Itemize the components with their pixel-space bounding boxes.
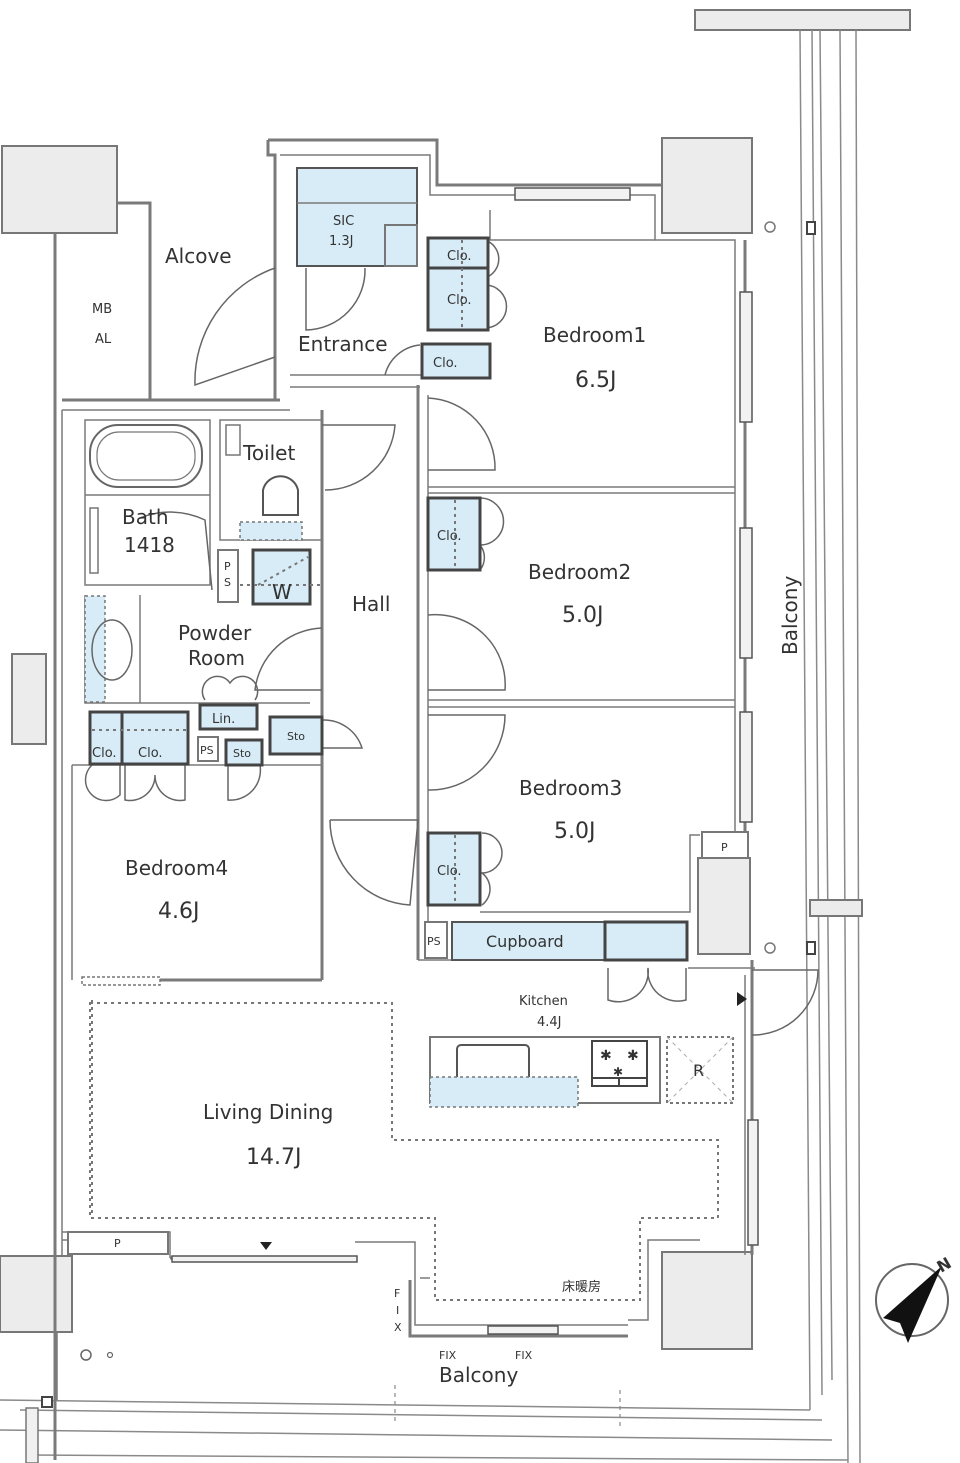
label-ps-vertical-s: S: [224, 576, 231, 589]
label-bedroom4-size: 4.6J: [158, 899, 199, 924]
label-lin: Lin.: [212, 712, 235, 727]
svg-text:✱: ✱: [613, 1065, 623, 1079]
label-al: AL: [95, 332, 112, 347]
label-hall: Hall: [352, 592, 390, 616]
svg-text:✱: ✱: [600, 1048, 612, 1064]
label-ps-vertical-p: P: [224, 560, 231, 573]
label-bedroom3: Bedroom3: [519, 776, 622, 800]
label-floor-heating: 床暖房: [562, 1279, 601, 1295]
label-fix-v-f: F: [394, 1287, 400, 1300]
room-labels: Alcove MB AL SIC 1.3J Entrance Clo. Clo.…: [92, 214, 802, 1387]
label-bath-size: 1418: [124, 533, 175, 557]
north-arrow-icon: [883, 1266, 942, 1343]
label-pipe-space-b3: P: [721, 841, 728, 854]
label-ps-cupboard: PS: [427, 935, 441, 948]
label-toilet: Toilet: [242, 441, 295, 465]
door-swings: [84, 239, 819, 1250]
label-fix-v-i: I: [396, 1304, 399, 1317]
walls: [53, 138, 759, 1460]
label-living-dining-size: 14.7J: [246, 1145, 301, 1170]
label-bedroom2-size: 5.0J: [562, 603, 603, 628]
label-bedroom1: Bedroom1: [543, 323, 646, 347]
label-mb: MB: [92, 302, 112, 317]
svg-text:✱: ✱: [627, 1048, 639, 1064]
label-balcony-east: Balcony: [778, 576, 802, 655]
label-bath: Bath: [122, 505, 169, 529]
label-ps-small: PS: [200, 744, 214, 757]
floor-heating-zone: [89, 1000, 719, 1301]
label-sto-right: Sto: [287, 730, 305, 743]
label-pipe-space-living: P: [114, 1237, 121, 1250]
label-refrigerator: R: [693, 1061, 704, 1080]
label-fix-2: FIX: [515, 1349, 533, 1362]
storage-areas: [84, 167, 689, 962]
label-bedroom4: Bedroom4: [125, 856, 228, 880]
label-washer: W: [272, 580, 292, 604]
label-alcove: Alcove: [165, 244, 232, 268]
label-fix-1: FIX: [439, 1349, 457, 1362]
label-sto-small: Sto: [233, 747, 251, 760]
label-clo-b2: Clo.: [437, 529, 462, 544]
label-kitchen: Kitchen: [519, 994, 568, 1009]
label-clo-b3: Clo.: [437, 864, 462, 879]
label-bedroom3-size: 5.0J: [554, 819, 595, 844]
structural-columns: [0, 137, 753, 1350]
label-clo-b4-b: Clo.: [138, 746, 163, 761]
label-entrance: Entrance: [298, 332, 388, 356]
label-sic: SIC: [333, 214, 354, 229]
label-clo-b1-a: Clo.: [447, 249, 472, 264]
label-bedroom2: Bedroom2: [528, 560, 631, 584]
label-fix-v-x: X: [394, 1321, 402, 1334]
label-living-dining: Living Dining: [203, 1100, 333, 1124]
label-powder-2: Room: [188, 646, 245, 670]
label-clo-entrance: Clo.: [433, 356, 458, 371]
label-cupboard: Cupboard: [486, 932, 564, 951]
label-sic-size: 1.3J: [329, 234, 354, 249]
fixture-markers: [56, 1332, 114, 1400]
label-bedroom1-size: 6.5J: [575, 368, 616, 393]
label-clo-b4-a: Clo.: [92, 746, 117, 761]
label-kitchen-size: 4.4J: [537, 1015, 562, 1030]
label-clo-b1-b: Clo.: [447, 293, 472, 308]
kitchen-fixtures: ✱ ✱ ✱: [67, 831, 749, 1255]
compass: N: [875, 1253, 955, 1343]
balcony-railings: [0, 9, 911, 1463]
label-balcony-south: Balcony: [439, 1363, 518, 1387]
label-powder-1: Powder: [178, 621, 252, 645]
